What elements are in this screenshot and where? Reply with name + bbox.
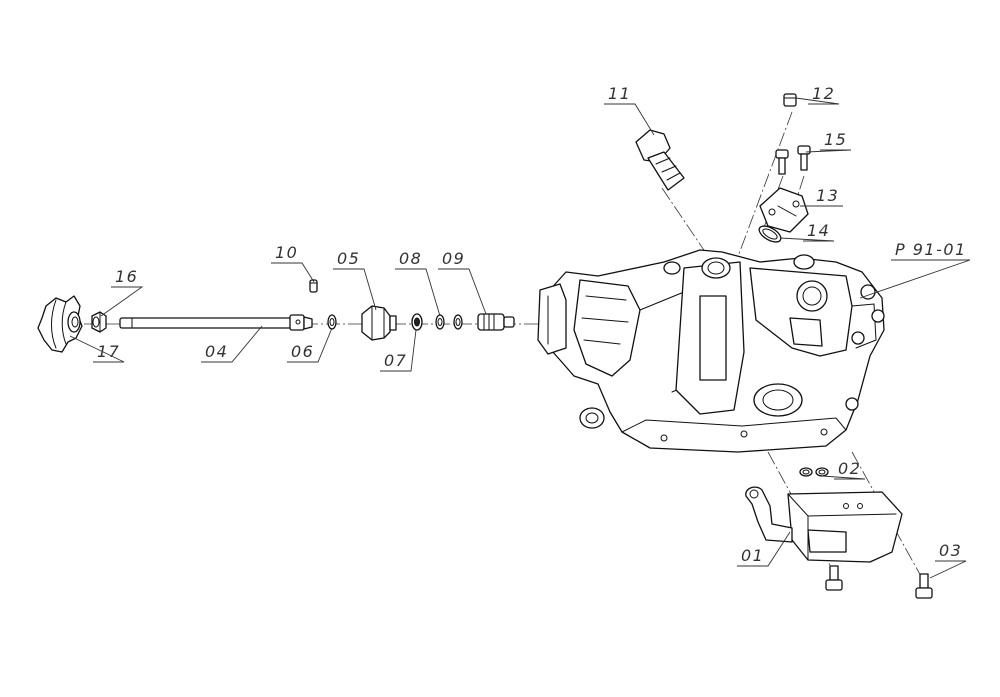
part-07-seal xyxy=(411,313,423,331)
part-16-nut xyxy=(91,311,107,333)
callout-15: 15 xyxy=(824,130,847,149)
callout-02: 02 xyxy=(838,459,861,478)
callout-01: 01 xyxy=(741,546,764,565)
callout-04: 04 xyxy=(205,342,228,361)
part-15-screws xyxy=(775,145,811,175)
part-01-lower-valve-body xyxy=(745,486,903,563)
callout-11: 11 xyxy=(608,84,631,103)
part-17-star-knob xyxy=(37,295,83,353)
part-09-valve-spool xyxy=(477,313,515,331)
callout-12: 12 xyxy=(812,84,835,103)
callout-05: 05 xyxy=(337,249,360,268)
part-13-cover-plate xyxy=(759,187,809,233)
callout-14: 14 xyxy=(807,221,830,240)
part-12-small-plug xyxy=(783,93,797,107)
part-10-pin xyxy=(309,279,318,293)
part-05-hex-fitting xyxy=(361,305,397,341)
part-02-o-rings xyxy=(799,467,829,477)
main-housing xyxy=(537,249,885,453)
callout-16: 16 xyxy=(115,267,138,286)
callout-07: 07 xyxy=(384,351,407,370)
part-03-bottom-screws xyxy=(825,565,933,599)
callout-assembly: P 91-01 xyxy=(895,240,967,259)
part-06-washer xyxy=(327,314,337,330)
callout-10: 10 xyxy=(275,243,298,262)
part-08-o-rings xyxy=(435,314,463,330)
callout-08: 08 xyxy=(399,249,422,268)
leader-lines xyxy=(69,97,971,579)
part-14-gasket xyxy=(758,225,782,243)
callout-17: 17 xyxy=(97,342,120,361)
callout-06: 06 xyxy=(291,342,314,361)
callout-09: 09 xyxy=(442,249,465,268)
callout-03: 03 xyxy=(939,541,962,560)
part-04-shaft xyxy=(119,314,313,331)
part-11-relief-plug xyxy=(635,129,685,191)
callout-labels: 16 17 04 06 07 10 05 08 09 11 12 15 13 1… xyxy=(97,84,967,565)
callout-13: 13 xyxy=(816,186,839,205)
